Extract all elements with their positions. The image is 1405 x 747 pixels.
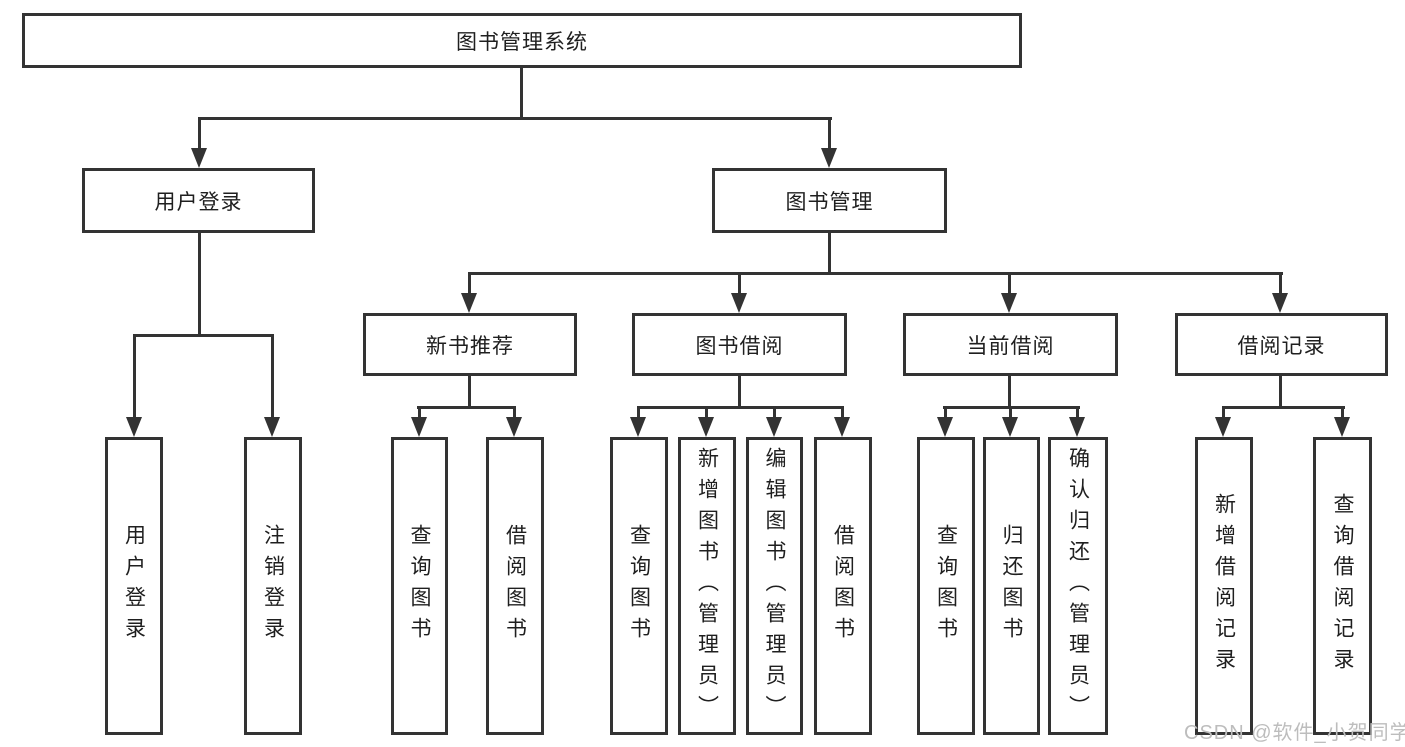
leaf-label: 借阅图书 <box>503 524 527 648</box>
leaf-label: 归还图书 <box>1000 524 1023 648</box>
leaf-current-return: 归还图书 <box>983 437 1040 735</box>
leaf-current-query: 查询图书 <box>917 437 975 735</box>
connector-drop <box>1076 406 1079 419</box>
node-borrow-record: 借阅记录 <box>1175 313 1388 376</box>
arrowhead-icon <box>766 417 782 437</box>
connector-mgmt-stem <box>828 233 831 273</box>
leaf-borrow-edit-admin: 编辑图书（管理员） <box>746 437 803 735</box>
connector-borrow-rail <box>637 406 844 409</box>
connector-drop <box>705 406 708 419</box>
leaf-label: 查询借阅记录 <box>1331 493 1354 679</box>
arrowhead-icon <box>1069 417 1085 437</box>
arrowhead-icon <box>630 417 646 437</box>
arrowhead-icon <box>191 148 207 168</box>
connector-current-stem <box>1008 376 1011 409</box>
connector-drop <box>418 406 421 419</box>
connector-drop <box>841 406 844 419</box>
leaf-record-query: 查询借阅记录 <box>1313 437 1372 735</box>
watermark: CSDN @软件_小贺同学 <box>1184 722 1405 744</box>
connector-login-rail <box>133 334 274 337</box>
connector-drop-book-mgmt <box>828 117 831 150</box>
leaf-label: 查询图书 <box>408 524 431 648</box>
leaf-newbook-borrow: 借阅图书 <box>486 437 544 735</box>
leaf-label: 查询图书 <box>934 524 958 648</box>
connector-newbook-rail <box>417 406 516 409</box>
leaf-label: 编辑图书（管理员） <box>763 446 786 726</box>
leaf-label: 确认归还（管理员） <box>1066 446 1090 726</box>
leaf-label: 新增借阅记录 <box>1212 493 1236 679</box>
connector-level2-rail <box>198 117 832 120</box>
arrowhead-icon <box>1215 417 1231 437</box>
connector-drop-user-login <box>198 117 201 150</box>
connector-drop <box>944 406 947 419</box>
arrowhead-icon <box>506 417 522 437</box>
leaf-label: 注销登录 <box>261 524 285 648</box>
arrowhead-icon <box>698 417 714 437</box>
arrowhead-icon <box>821 148 837 168</box>
connector-drop <box>637 406 640 419</box>
node-current-borrow: 当前借阅 <box>903 313 1118 376</box>
leaf-label: 借阅图书 <box>831 524 855 648</box>
arrowhead-icon <box>126 417 142 437</box>
arrowhead-icon <box>461 293 477 313</box>
connector-drop-login-leaf2 <box>271 334 274 419</box>
leaf-user-login: 用户登录 <box>105 437 163 735</box>
leaf-logout: 注销登录 <box>244 437 302 735</box>
arrowhead-icon <box>411 417 427 437</box>
arrowhead-icon <box>1001 293 1017 313</box>
node-new-book-recommend: 新书推荐 <box>363 313 577 376</box>
leaf-label: 新增图书（管理员） <box>695 446 719 726</box>
leaf-label: 用户登录 <box>122 524 146 648</box>
connector-drop-login-leaf1 <box>133 334 136 419</box>
connector-drop-borrow <box>738 272 741 295</box>
connector-drop <box>1009 406 1012 419</box>
node-book-management: 图书管理 <box>712 168 947 233</box>
connector-root-stem <box>520 68 523 118</box>
arrowhead-icon <box>1272 293 1288 313</box>
connector-drop <box>773 406 776 419</box>
connector-drop-new-book <box>468 272 471 295</box>
node-root: 图书管理系统 <box>22 13 1022 68</box>
leaf-newbook-query: 查询图书 <box>391 437 448 735</box>
leaf-borrow-add-admin: 新增图书（管理员） <box>678 437 736 735</box>
connector-drop <box>513 406 516 419</box>
connector-drop-current <box>1008 272 1011 295</box>
arrowhead-icon <box>264 417 280 437</box>
arrowhead-icon <box>834 417 850 437</box>
connector-login-stem <box>198 233 201 335</box>
leaf-record-add: 新增借阅记录 <box>1195 437 1253 735</box>
arrowhead-icon <box>1334 417 1350 437</box>
arrowhead-icon <box>731 293 747 313</box>
connector-drop <box>1341 406 1344 419</box>
arrowhead-icon <box>1002 417 1018 437</box>
connector-drop-record <box>1279 272 1282 295</box>
leaf-current-confirm-admin: 确认归还（管理员） <box>1048 437 1108 735</box>
connector-record-stem <box>1279 376 1282 409</box>
leaf-borrow-borrow: 借阅图书 <box>814 437 872 735</box>
connector-level3-rail <box>469 272 1283 275</box>
connector-borrow-stem <box>738 376 741 409</box>
connector-newbook-stem <box>468 376 471 409</box>
connector-record-rail <box>1222 406 1345 409</box>
leaf-borrow-query: 查询图书 <box>610 437 668 735</box>
leaf-label: 查询图书 <box>627 524 651 648</box>
arrowhead-icon <box>937 417 953 437</box>
node-user-login: 用户登录 <box>82 168 315 233</box>
node-book-borrow: 图书借阅 <box>632 313 847 376</box>
connector-drop <box>1222 406 1225 419</box>
